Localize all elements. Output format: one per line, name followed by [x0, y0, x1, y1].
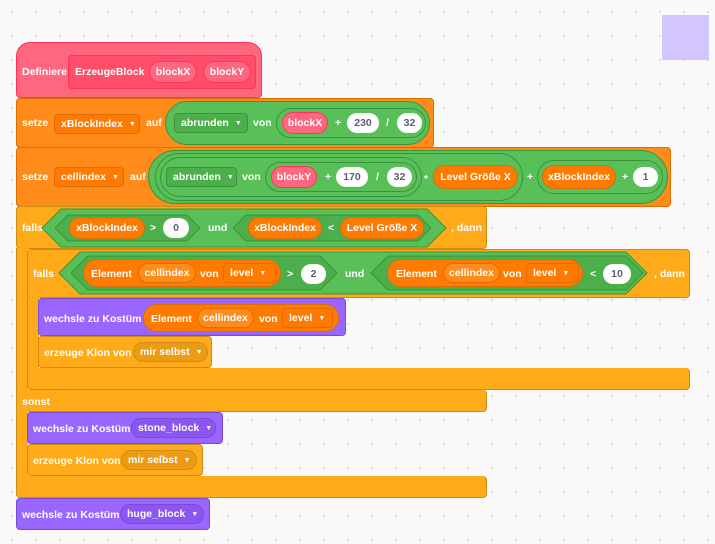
of-label: von — [200, 268, 219, 280]
costume-dropdown[interactable]: huge_block▼ — [120, 504, 204, 524]
variable-reporter-level-groesse-x[interactable]: Level Größe X — [433, 165, 518, 189]
divide-operator-label: / — [376, 171, 379, 183]
variable-reporter-xblockindex[interactable]: xBlockIndex — [69, 217, 145, 239]
list-dropdown[interactable]: level▼ — [526, 263, 579, 283]
and-label: und — [208, 222, 228, 234]
then-label: , dann — [451, 222, 482, 234]
param-blockX[interactable]: blockX — [149, 61, 197, 83]
number-input[interactable]: 32 — [397, 113, 422, 133]
else-section — [16, 390, 487, 412]
greater-operator-label: > — [150, 222, 157, 234]
switch-costume-label: wechsle zu Kostüm — [44, 313, 142, 325]
plus-operator-label: + — [622, 171, 629, 183]
number-input[interactable]: 170 — [336, 167, 368, 187]
list-dropdown[interactable]: level▼ — [223, 263, 276, 283]
chevron-down-icon: ▼ — [205, 424, 213, 432]
to-label: auf — [130, 171, 146, 183]
number-input[interactable]: 1 — [633, 167, 658, 187]
switch-costume-label: wechsle zu Kostüm — [33, 423, 131, 435]
chevron-down-icon: ▼ — [234, 119, 242, 127]
chevron-down-icon: ▼ — [111, 173, 119, 181]
param-reporter-blockX[interactable]: blockX — [282, 112, 328, 134]
costume-dropdown[interactable]: stone_block▼ — [131, 418, 216, 438]
variable-reporter-cellindex[interactable]: cellindex — [443, 263, 500, 283]
greater-operator-label: > — [287, 268, 294, 280]
if-label: falls — [33, 268, 55, 280]
define-label: Definiere — [22, 66, 67, 78]
less-operator-label: < — [590, 268, 597, 280]
else-arm — [16, 410, 28, 476]
item-label: Element — [151, 313, 192, 325]
chevron-down-icon: ▼ — [183, 456, 191, 464]
chevron-down-icon: ▼ — [562, 269, 570, 277]
and-label: und — [345, 268, 365, 280]
chevron-down-icon: ▼ — [128, 120, 136, 128]
multiply-operator-label: * — [424, 173, 429, 185]
create-clone-label: erzeuge Klon von — [44, 347, 132, 359]
number-input[interactable]: 0 — [163, 218, 189, 238]
of-label: von — [259, 313, 278, 325]
chevron-down-icon: ▼ — [195, 348, 203, 356]
then-label: , dann — [654, 268, 685, 280]
sprite-preview[interactable] — [662, 15, 709, 60]
variable-reporter-level-groesse-x[interactable]: Level Größe X — [340, 217, 424, 239]
set-label: setze — [22, 117, 49, 129]
of-label: von — [253, 117, 272, 129]
plus-operator-label: + — [527, 171, 534, 183]
if-block-arm — [27, 297, 39, 369]
if-block-bottom — [27, 368, 690, 390]
param-blockY[interactable]: blockY — [203, 61, 251, 83]
number-input[interactable]: 2 — [301, 264, 326, 284]
of-label: von — [242, 171, 261, 183]
variable-reporter-xblockindex[interactable]: xBlockIndex — [248, 217, 322, 239]
plus-operator-label: + — [325, 171, 332, 183]
divide-operator-label: / — [386, 117, 389, 129]
clone-target-dropdown[interactable]: mir selbst▼ — [133, 342, 208, 362]
define-name: ErzeugeBlock — [75, 66, 145, 78]
variable-reporter-cellindex[interactable]: cellindex — [197, 308, 254, 328]
math-function-dropdown[interactable]: abrunden▼ — [174, 113, 248, 133]
if-else-block-arm — [16, 248, 28, 393]
variable-reporter-cellindex[interactable]: cellindex — [138, 263, 196, 283]
create-clone-label: erzeuge Klon von — [33, 455, 121, 467]
list-dropdown[interactable]: level▼ — [282, 308, 333, 328]
chevron-down-icon: ▼ — [226, 173, 234, 181]
chevron-down-icon: ▼ — [259, 269, 267, 277]
switch-costume-label: wechsle zu Kostüm — [22, 509, 120, 521]
switch-costume-block[interactable] — [16, 498, 210, 530]
plus-operator-label: + — [335, 117, 342, 129]
of-label: von — [503, 268, 522, 280]
variable-reporter-xblockindex[interactable]: xBlockIndex — [542, 165, 616, 189]
clone-target-dropdown[interactable]: mir selbst▼ — [121, 450, 197, 470]
item-label: Element — [396, 268, 437, 280]
if-label: falls — [22, 222, 44, 234]
number-input[interactable]: 10 — [603, 264, 631, 284]
less-operator-label: < — [328, 222, 335, 234]
else-label: sonst — [22, 396, 51, 408]
if-else-block-bottom — [16, 476, 487, 498]
math-function-dropdown[interactable]: abrunden▼ — [166, 167, 237, 187]
variable-dropdown[interactable]: cellindex▼ — [54, 167, 124, 187]
chevron-down-icon: ▼ — [191, 510, 199, 518]
set-label: setze — [22, 171, 49, 183]
number-input[interactable]: 32 — [387, 167, 412, 187]
variable-dropdown[interactable]: xBlockIndex▼ — [54, 114, 140, 134]
number-input[interactable]: 230 — [347, 113, 379, 133]
param-reporter-blockY[interactable]: blockY — [271, 166, 317, 188]
chevron-down-icon: ▼ — [318, 314, 326, 322]
to-label: auf — [146, 117, 162, 129]
item-label: Element — [91, 268, 132, 280]
